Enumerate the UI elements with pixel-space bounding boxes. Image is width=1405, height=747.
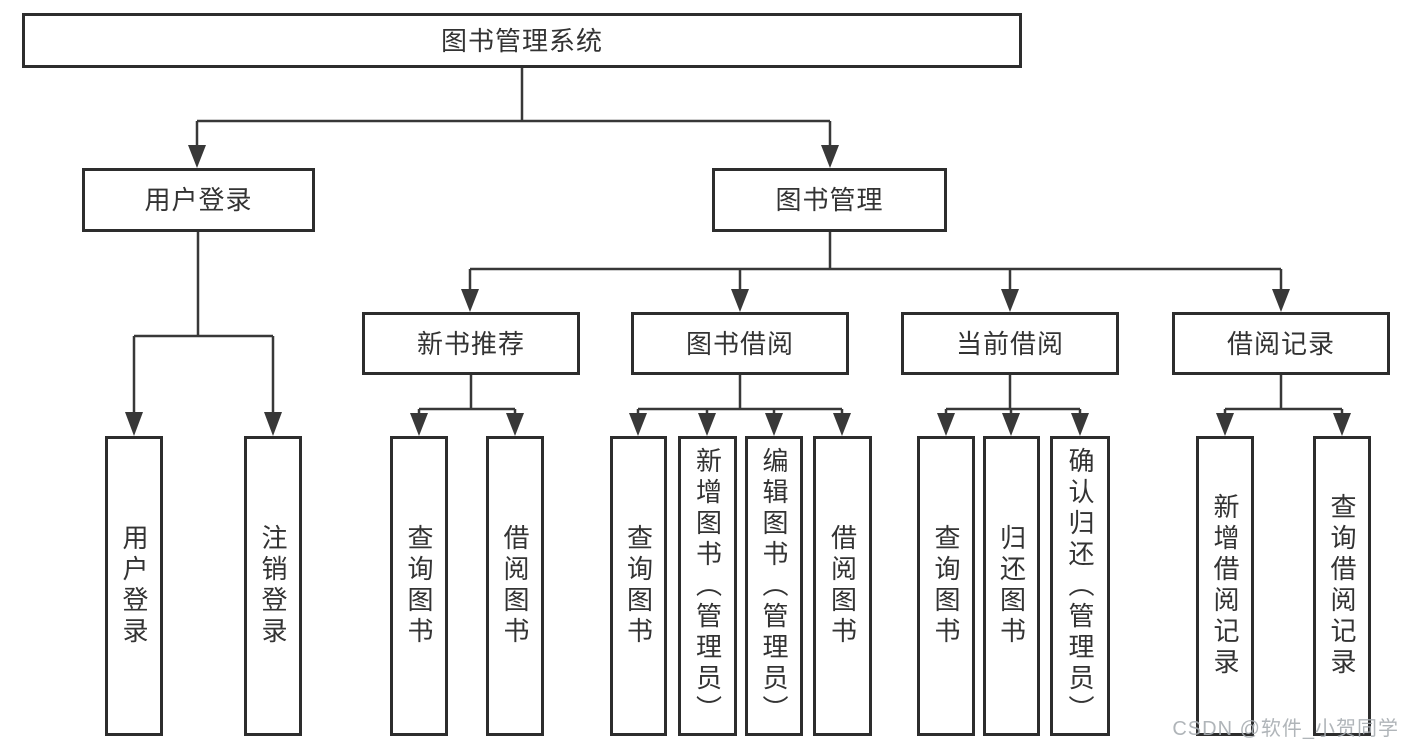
leaf-borrow-books-borrow: 借阅图书 xyxy=(813,436,872,736)
leaf-query-books-current: 查询图书 xyxy=(917,436,975,736)
leaf-edit-books-admin: 编辑图书（管理员） xyxy=(745,436,803,736)
leaf-add-borrow-record: 新增借阅记录 xyxy=(1196,436,1254,736)
node-current-borrow: 当前借阅 xyxy=(901,312,1119,375)
leaf-user-login: 用户登录 xyxy=(105,436,163,736)
node-user-login: 用户登录 xyxy=(82,168,315,232)
leaf-query-books-recommend: 查询图书 xyxy=(390,436,448,736)
leaf-add-books-admin: 新增图书（管理员） xyxy=(678,436,737,736)
leaf-query-books-borrow: 查询图书 xyxy=(610,436,667,736)
watermark: CSDN @软件_小贺同学 xyxy=(1172,718,1399,740)
node-book-management: 图书管理 xyxy=(712,168,947,232)
leaf-return-books: 归还图书 xyxy=(983,436,1040,736)
node-book-borrow: 图书借阅 xyxy=(631,312,849,375)
node-borrow-records: 借阅记录 xyxy=(1172,312,1390,375)
leaf-logout: 注销登录 xyxy=(244,436,302,736)
node-root: 图书管理系统 xyxy=(22,13,1022,68)
leaf-borrow-books-recommend: 借阅图书 xyxy=(486,436,544,736)
node-new-book-recommend: 新书推荐 xyxy=(362,312,580,375)
leaf-query-borrow-record: 查询借阅记录 xyxy=(1313,436,1371,736)
leaf-confirm-return-admin: 确认归还（管理员） xyxy=(1050,436,1110,736)
